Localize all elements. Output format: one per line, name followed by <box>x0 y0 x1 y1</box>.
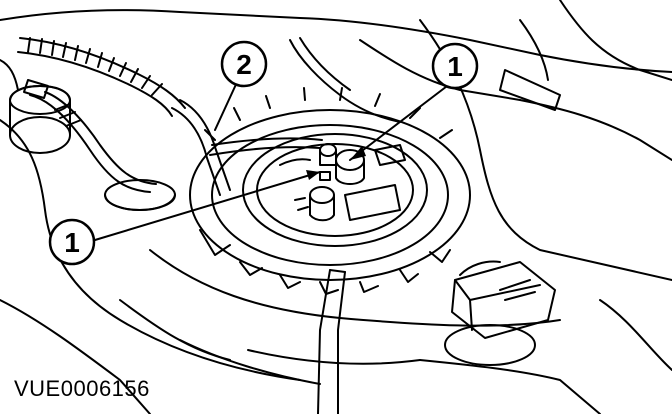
callout-2: 2 <box>220 40 268 88</box>
wiring-conduit <box>17 37 186 117</box>
support-strut <box>317 269 346 414</box>
figure-code: VUE0006156 <box>14 376 150 401</box>
callout-1-left-label: 1 <box>64 227 80 258</box>
pump-top-fittings <box>279 143 406 222</box>
fuel-pump-module <box>189 87 471 295</box>
callout-1-left: 1 <box>48 218 96 266</box>
leader-lines <box>94 79 456 241</box>
callout-1-top-label: 1 <box>447 51 463 82</box>
callout-1-top: 1 <box>431 42 479 90</box>
fuel-hose <box>23 79 157 193</box>
arrowheads <box>306 146 366 180</box>
fuel-line <box>171 37 401 196</box>
electrical-connector <box>444 260 556 366</box>
callout-2-label: 2 <box>236 49 252 80</box>
